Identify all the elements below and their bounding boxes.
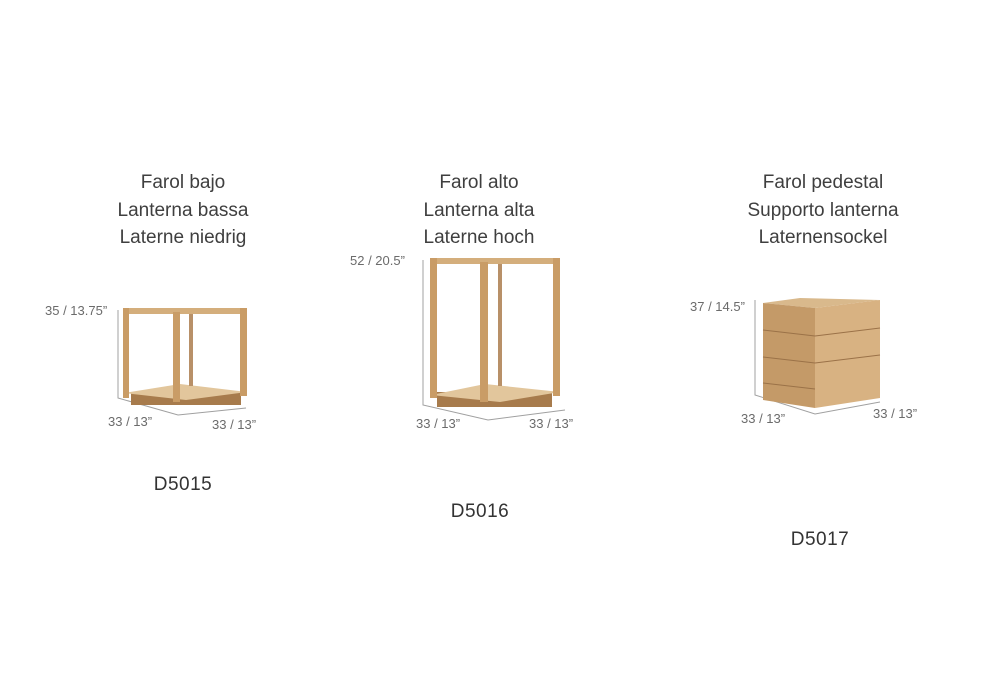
name-es: Farol pedestal xyxy=(762,172,884,193)
product-code: D5016 xyxy=(450,501,510,522)
name-de: Laterne hoch xyxy=(423,227,535,248)
top-rail xyxy=(123,308,247,314)
post xyxy=(123,308,129,398)
top-rail xyxy=(430,258,560,264)
width-label: 33 / 13” xyxy=(212,417,257,432)
product-names-d5017: Farol pedestal Supporto lanterna Laterne… xyxy=(693,169,953,252)
name-es: Farol bajo xyxy=(140,172,226,193)
box-front xyxy=(815,300,880,408)
post xyxy=(240,308,247,396)
depth-label: 33 / 13” xyxy=(741,411,786,426)
post xyxy=(553,258,560,396)
product-code: D5017 xyxy=(790,529,850,550)
post xyxy=(498,264,502,386)
pedestal-image xyxy=(754,298,881,415)
product-names-d5015: Farol bajo Lanterna bassa Laterne niedri… xyxy=(53,169,313,252)
height-label: 35 / 13.75” xyxy=(45,303,108,318)
dimension-lines xyxy=(117,310,247,416)
product-code: D5015 xyxy=(153,474,213,495)
post xyxy=(189,314,193,386)
post xyxy=(430,258,437,398)
post xyxy=(480,262,488,402)
product-names-d5016: Farol alto Lanterna alta Laterne hoch xyxy=(349,169,609,252)
width-label: 33 / 13” xyxy=(529,416,574,431)
name-it: Lanterna alta xyxy=(423,199,535,221)
name-it: Supporto lanterna xyxy=(747,199,899,221)
shelf xyxy=(124,384,247,400)
name-de: Laterne niedrig xyxy=(119,227,247,248)
dimension-lines xyxy=(422,260,566,421)
width-label: 33 / 13” xyxy=(873,406,918,421)
dimension-lines xyxy=(754,300,881,415)
lantern-tall-image xyxy=(422,258,566,421)
shelf xyxy=(431,384,560,402)
depth-label: 33 / 13” xyxy=(108,414,153,429)
name-es: Farol alto xyxy=(439,172,519,193)
box-top xyxy=(763,298,880,308)
name-de: Laternensockel xyxy=(758,227,888,248)
lantern-low-image xyxy=(117,308,247,416)
post xyxy=(173,312,180,402)
height-label: 52 / 20.5” xyxy=(350,253,405,268)
height-label: 37 / 14.5” xyxy=(690,299,745,314)
box-left-side xyxy=(763,303,815,408)
name-it: Lanterna bassa xyxy=(117,199,249,221)
depth-label: 33 / 13” xyxy=(416,416,461,431)
